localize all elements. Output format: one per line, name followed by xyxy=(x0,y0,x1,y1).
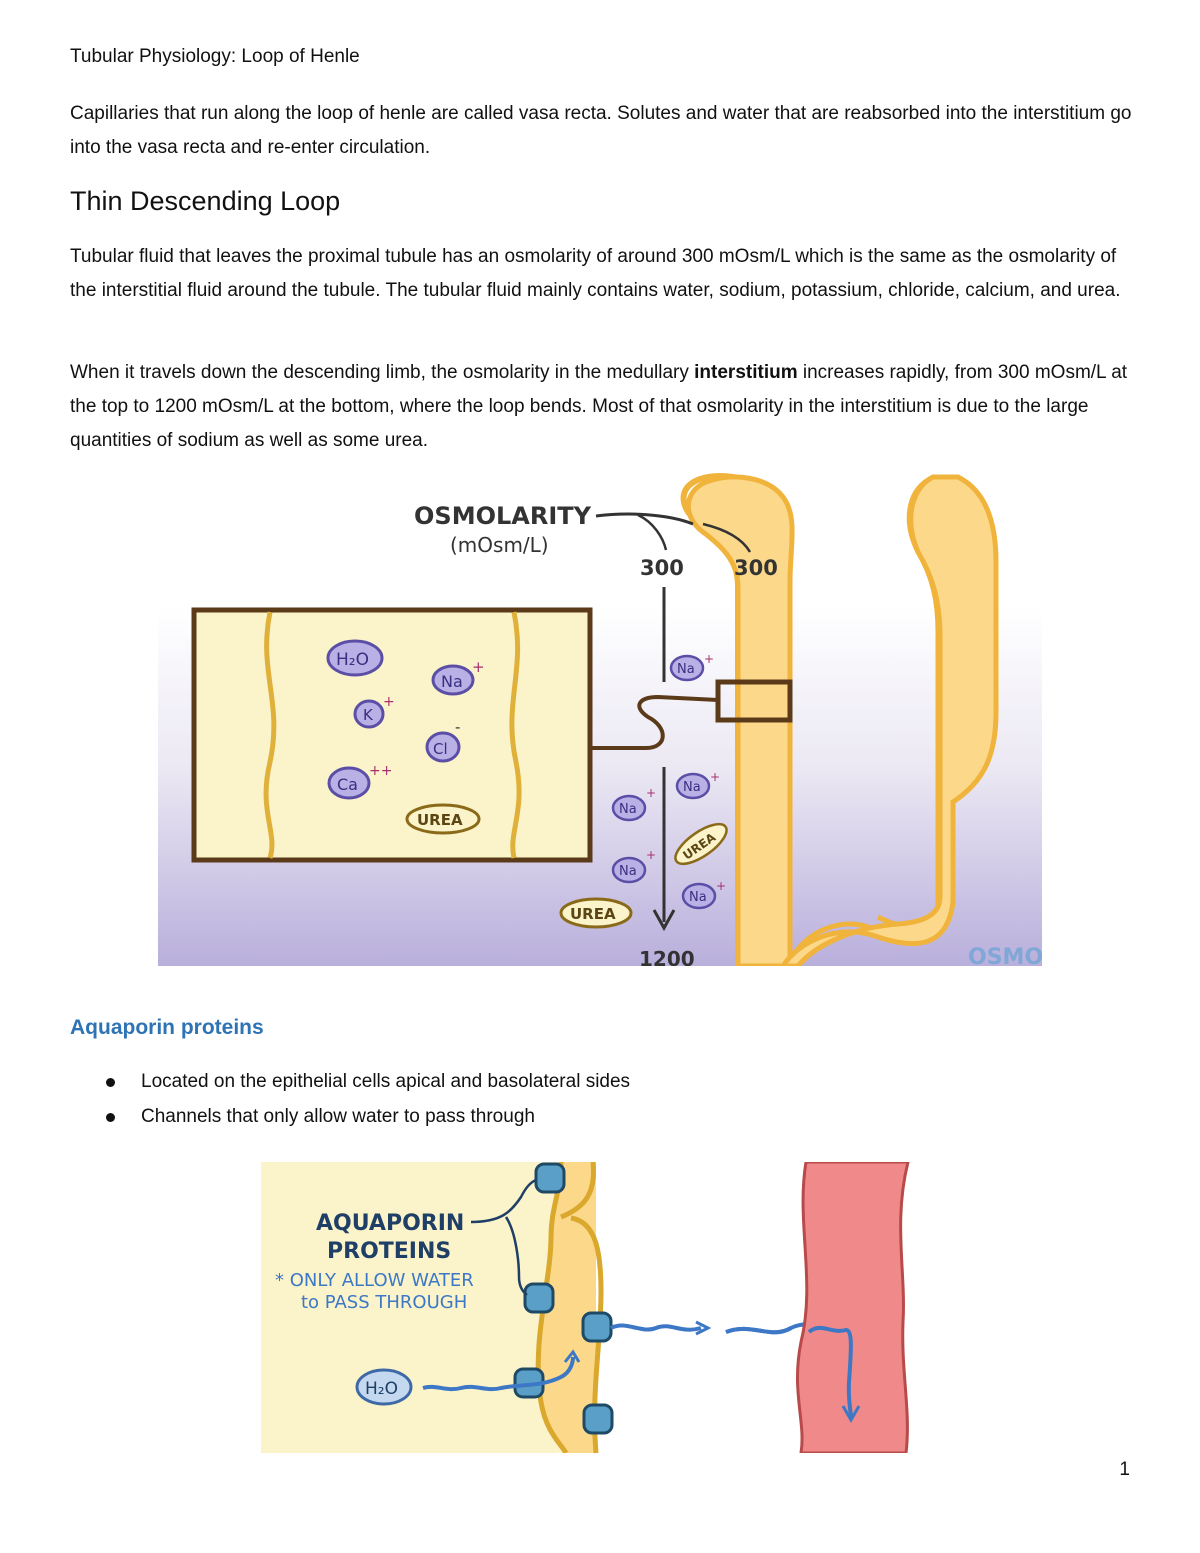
h2o-molecule xyxy=(355,1368,413,1406)
water-path-arrow xyxy=(610,1323,702,1332)
heading-aquaporin-proteins: Aquaporin proteins xyxy=(70,1016,264,1039)
page-number: 1 xyxy=(1119,1459,1130,1480)
arrow-head xyxy=(652,909,676,932)
bold-term-interstitium: interstitium xyxy=(694,362,798,383)
na-charge: + xyxy=(646,786,656,800)
cl-ion xyxy=(425,731,461,763)
k-ion xyxy=(353,699,385,729)
h2o-label: H₂O xyxy=(336,650,369,670)
aquaporin-figure: AQUAPORIN PROTEINS * ONLY ALLOW WATER to… xyxy=(261,1162,910,1453)
na-charge: + xyxy=(704,652,714,666)
na-label: Na xyxy=(619,802,637,817)
na-label: Na xyxy=(689,890,707,905)
zoom-box xyxy=(191,607,593,863)
osmolarity-pointer xyxy=(595,512,694,526)
list-item: Located on the epithelial cells apical a… xyxy=(104,1067,630,1102)
pointer-line xyxy=(470,1178,537,1224)
urea-label: UREA xyxy=(570,905,616,923)
cell-wall-left xyxy=(263,611,277,859)
na-charge: + xyxy=(646,848,656,862)
cl-charge: - xyxy=(455,718,460,736)
cl-label: Cl xyxy=(433,740,448,758)
ascending-limb xyxy=(768,474,999,966)
k-label: K xyxy=(363,706,374,724)
na-ion xyxy=(431,664,475,696)
h2o-molecule xyxy=(326,639,384,677)
document-title: Tubular Physiology: Loop of Henle xyxy=(70,46,360,67)
urea-molecule xyxy=(405,803,481,835)
value-300-left: 300 xyxy=(640,556,684,580)
aquaporin-channel xyxy=(534,1162,566,1194)
na-charge: + xyxy=(710,770,720,784)
osmolarity-unit: (mOsm/L) xyxy=(450,533,549,557)
pointer-line xyxy=(504,1216,528,1296)
na-label: Na xyxy=(441,672,463,691)
watermark-logo: OSMO xyxy=(968,945,1042,966)
zoom-connector xyxy=(590,694,719,750)
aquaporin-note-line1: * ONLY ALLOW WATER xyxy=(275,1270,474,1291)
aquaporin-channel xyxy=(523,1282,555,1314)
k-charge: + xyxy=(383,694,395,710)
ca-charge: ++ xyxy=(369,763,392,779)
intro-paragraph: Capillaries that run along the loop of h… xyxy=(70,103,1132,158)
osmolarity-figure: OSMOLARITY (mOsm/L) 300 300 1200 H₂O Na … xyxy=(158,473,1042,966)
na-label: Na xyxy=(677,662,695,677)
na-ion xyxy=(675,772,711,800)
aquaporin-note-line2: to PASS THROUGH xyxy=(301,1292,467,1313)
na-ion xyxy=(681,882,717,910)
na-ion xyxy=(611,856,647,884)
na-label: Na xyxy=(619,864,637,879)
paragraph-part: increases rapidly, from 300 mOsm/L at th… xyxy=(70,362,1128,451)
list-item: Channels that only allow water to pass t… xyxy=(104,1102,630,1137)
aquaporin-bullet-list: Located on the epithelial cells apical a… xyxy=(104,1067,630,1137)
ca-ion xyxy=(327,766,371,800)
cell-wall-right xyxy=(509,611,522,859)
osmolarity-label: OSMOLARITY xyxy=(414,502,592,530)
value-300-right: 300 xyxy=(734,556,778,580)
na-label: Na xyxy=(683,780,701,795)
na-ion xyxy=(669,654,705,682)
value-1200: 1200 xyxy=(639,947,695,966)
paragraph-part: When it travels down the descending limb… xyxy=(70,362,695,383)
zoom-target xyxy=(715,679,793,723)
aquaporin-title-line2: PROTEINS xyxy=(327,1239,451,1264)
na-ion xyxy=(611,794,647,822)
urea-molecule xyxy=(559,897,633,929)
vasa-recta-vessel xyxy=(795,1162,910,1453)
paragraph-descending-limb: When it travels down the descending limb… xyxy=(70,356,1140,458)
paragraph-tubular-fluid: Tubular fluid that leaves the proximal t… xyxy=(70,246,1121,301)
h2o-label: H₂O xyxy=(365,1379,398,1399)
aquaporin-channel xyxy=(581,1311,613,1343)
na-charge: + xyxy=(716,879,726,893)
water-path-arrow xyxy=(422,1356,575,1392)
aquaporin-channel xyxy=(582,1403,614,1435)
aquaporin-title-line1: AQUAPORIN xyxy=(316,1211,464,1236)
ca-label: Ca xyxy=(337,775,358,794)
heading-thin-descending-loop: Thin Descending Loop xyxy=(70,186,341,216)
na-charge: + xyxy=(472,658,485,676)
urea-label: UREA xyxy=(417,811,463,829)
